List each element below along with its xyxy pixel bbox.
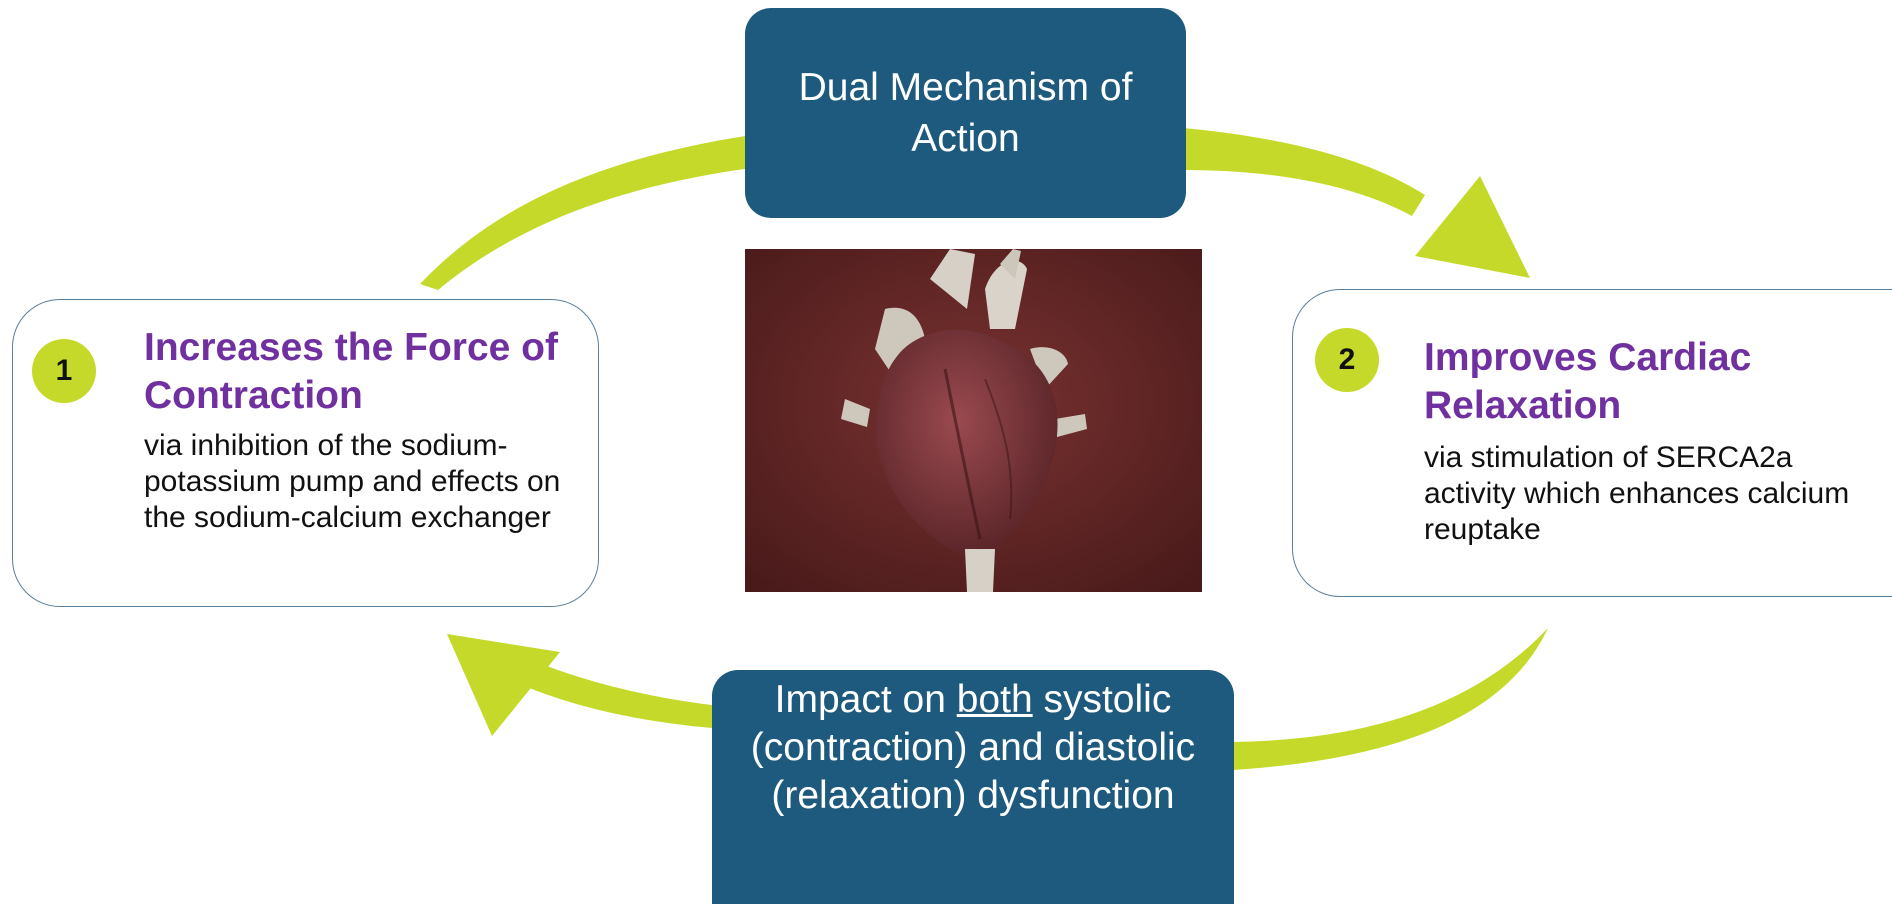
arrow-left-to-top [420, 135, 752, 290]
arrow-top-to-right [1183, 128, 1530, 278]
impact-text: Impact on both systolic (contraction) an… [750, 678, 1196, 817]
step-1-card [12, 299, 599, 607]
heart-image [745, 249, 1202, 592]
arrow-right-to-bottom [1232, 628, 1548, 770]
step-2-badge: 2 [1315, 328, 1379, 392]
mechanism-title-box: Dual Mechanism of Action [745, 8, 1186, 218]
impact-box: Impact on both systolic (contraction) an… [712, 670, 1234, 904]
step-1-badge: 1 [32, 339, 96, 403]
impact-emphasis: both [956, 678, 1033, 721]
step-2-description: via stimulation of SERCA2a activity whic… [1424, 441, 1850, 546]
arrow-bottom-to-left [447, 634, 712, 736]
mechanism-title: Dual Mechanism of Action [798, 66, 1133, 160]
step-2-title: Improves Cardiac Relaxation [1424, 336, 1752, 427]
step-1-title: Increases the Force of Contraction [144, 326, 558, 417]
step-1-description: via inhibition of the sodium-potassium p… [144, 429, 561, 534]
step-2-card [1292, 289, 1892, 597]
